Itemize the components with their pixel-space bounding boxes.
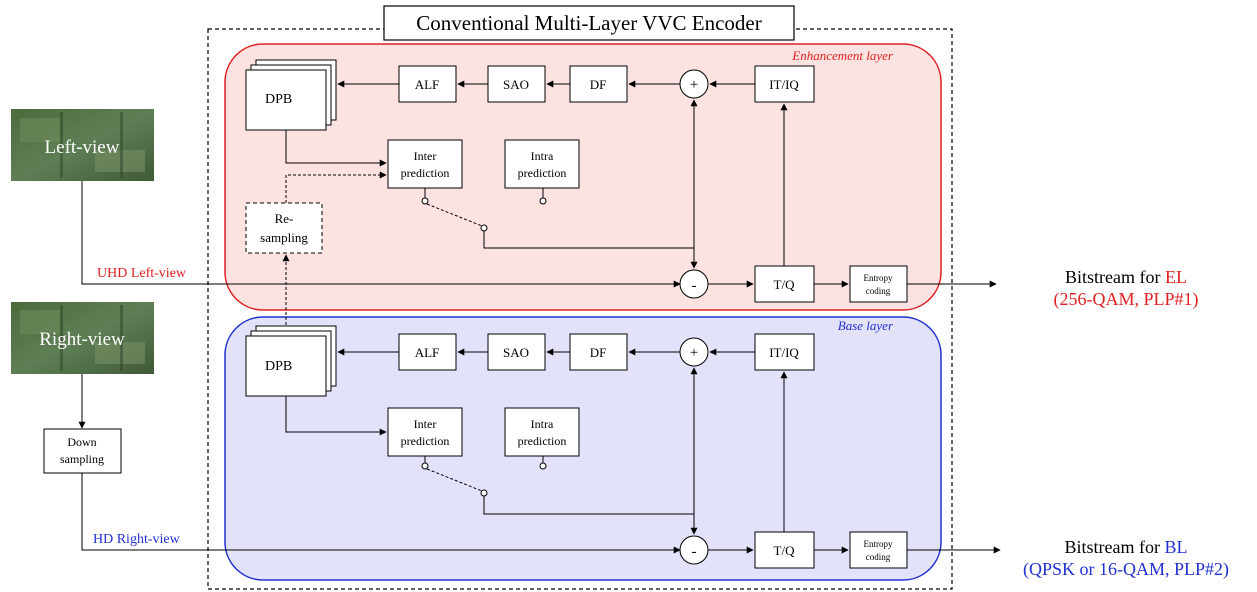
el-dpb-stack: [245, 59, 337, 131]
down-sampling-block: [43, 428, 122, 474]
bl-intra-block: [504, 407, 580, 457]
resampling-block: [245, 202, 323, 254]
bl-output-line1: Bitstream for BL: [1065, 537, 1188, 557]
el-intra-label-2: prediction: [518, 166, 567, 180]
el-sao-label: SAO: [503, 77, 529, 92]
bl-dpb-label: DPB: [265, 359, 292, 374]
left-view-label: Left-view: [45, 137, 120, 158]
el-sao-block: [487, 65, 546, 103]
bl-adder-sign: +: [690, 345, 698, 361]
el-itiq-label: IT/IQ: [769, 77, 799, 92]
el-entropy-label-1: Entropy: [864, 273, 893, 283]
bl-subtractor-sign: -: [692, 544, 697, 560]
bl-sao-block: [487, 333, 546, 371]
down-sampling-label-1: Down: [67, 435, 96, 449]
bl-alf-block: [398, 333, 457, 371]
el-inter-label-2: prediction: [401, 166, 450, 180]
bl-intra-label-1: Intra: [531, 417, 554, 431]
uhd-left-view-label: UHD Left-view: [97, 266, 187, 281]
left-view-input-line: [81, 181, 681, 288]
resampling-label-2: sampling: [260, 230, 308, 245]
el-itiq-block: [754, 65, 815, 103]
el-inter-label-1: Inter: [414, 149, 437, 163]
title-box: [383, 5, 795, 41]
el-tq-label: T/Q: [774, 277, 796, 292]
bl-inter-block: [387, 407, 463, 457]
bl-inter-label-1: Inter: [414, 417, 437, 431]
bl-sao-label: SAO: [503, 345, 529, 360]
el-intra-label-1: Intra: [531, 149, 554, 163]
bl-intra-label-2: prediction: [518, 434, 567, 448]
bl-entropy-label-2: coding: [866, 552, 891, 562]
right-view-label: Right-view: [39, 329, 125, 350]
bl-tq-label: T/Q: [774, 543, 796, 558]
el-entropy-label-2: coding: [866, 286, 891, 296]
el-connections: [285, 80, 997, 288]
el-tq-block: [754, 265, 815, 303]
el-alf-block: [398, 65, 457, 103]
el-alf-label: ALF: [415, 77, 440, 92]
bl-entropy-label-1: Entropy: [864, 539, 893, 549]
bl-inter-label-2: prediction: [401, 434, 450, 448]
bl-connections: [285, 348, 1001, 554]
left-view-image: Left-view: [11, 109, 154, 181]
bl-df-block: [569, 333, 628, 371]
enhancement-layer-label: Enhancement layer: [791, 48, 894, 63]
bl-df-label: DF: [590, 345, 607, 360]
el-inter-block: [387, 139, 463, 189]
el-output-line1: Bitstream for EL: [1065, 267, 1187, 287]
hd-input-line: [81, 473, 681, 554]
bl-dpb-stack: [245, 325, 337, 397]
bl-switch: [421, 462, 547, 497]
el-dpb-label: DPB: [265, 92, 292, 107]
hd-right-view-label: HD Right-view: [93, 532, 181, 547]
bl-output-detail: (QPSK or 16-QAM, PLP#2): [1023, 559, 1229, 580]
bl-entropy-block: [849, 531, 908, 569]
el-output-detail: (256-QAM, PLP#1): [1053, 289, 1198, 310]
enhancement-layer-panel: [224, 43, 942, 311]
bl-alf-label: ALF: [415, 345, 440, 360]
bl-tq-block: [754, 531, 815, 569]
el-adder-sign: +: [690, 77, 698, 93]
inter-layer-connections: [282, 171, 387, 330]
resampling-label-1: Re-: [275, 211, 294, 226]
right-view-image: Right-view: [11, 302, 154, 374]
base-layer-label: Base layer: [838, 318, 894, 333]
el-intra-block: [504, 139, 580, 189]
diagram-title: Conventional Multi-Layer VVC Encoder: [416, 11, 761, 35]
base-layer-panel: [224, 316, 942, 581]
el-subtractor-sign: -: [692, 278, 697, 294]
el-switch: [421, 197, 547, 232]
el-df-label: DF: [590, 77, 607, 92]
el-entropy-block: [849, 265, 908, 303]
down-sampling-label-2: sampling: [60, 452, 104, 466]
bl-itiq-label: IT/IQ: [769, 345, 799, 360]
